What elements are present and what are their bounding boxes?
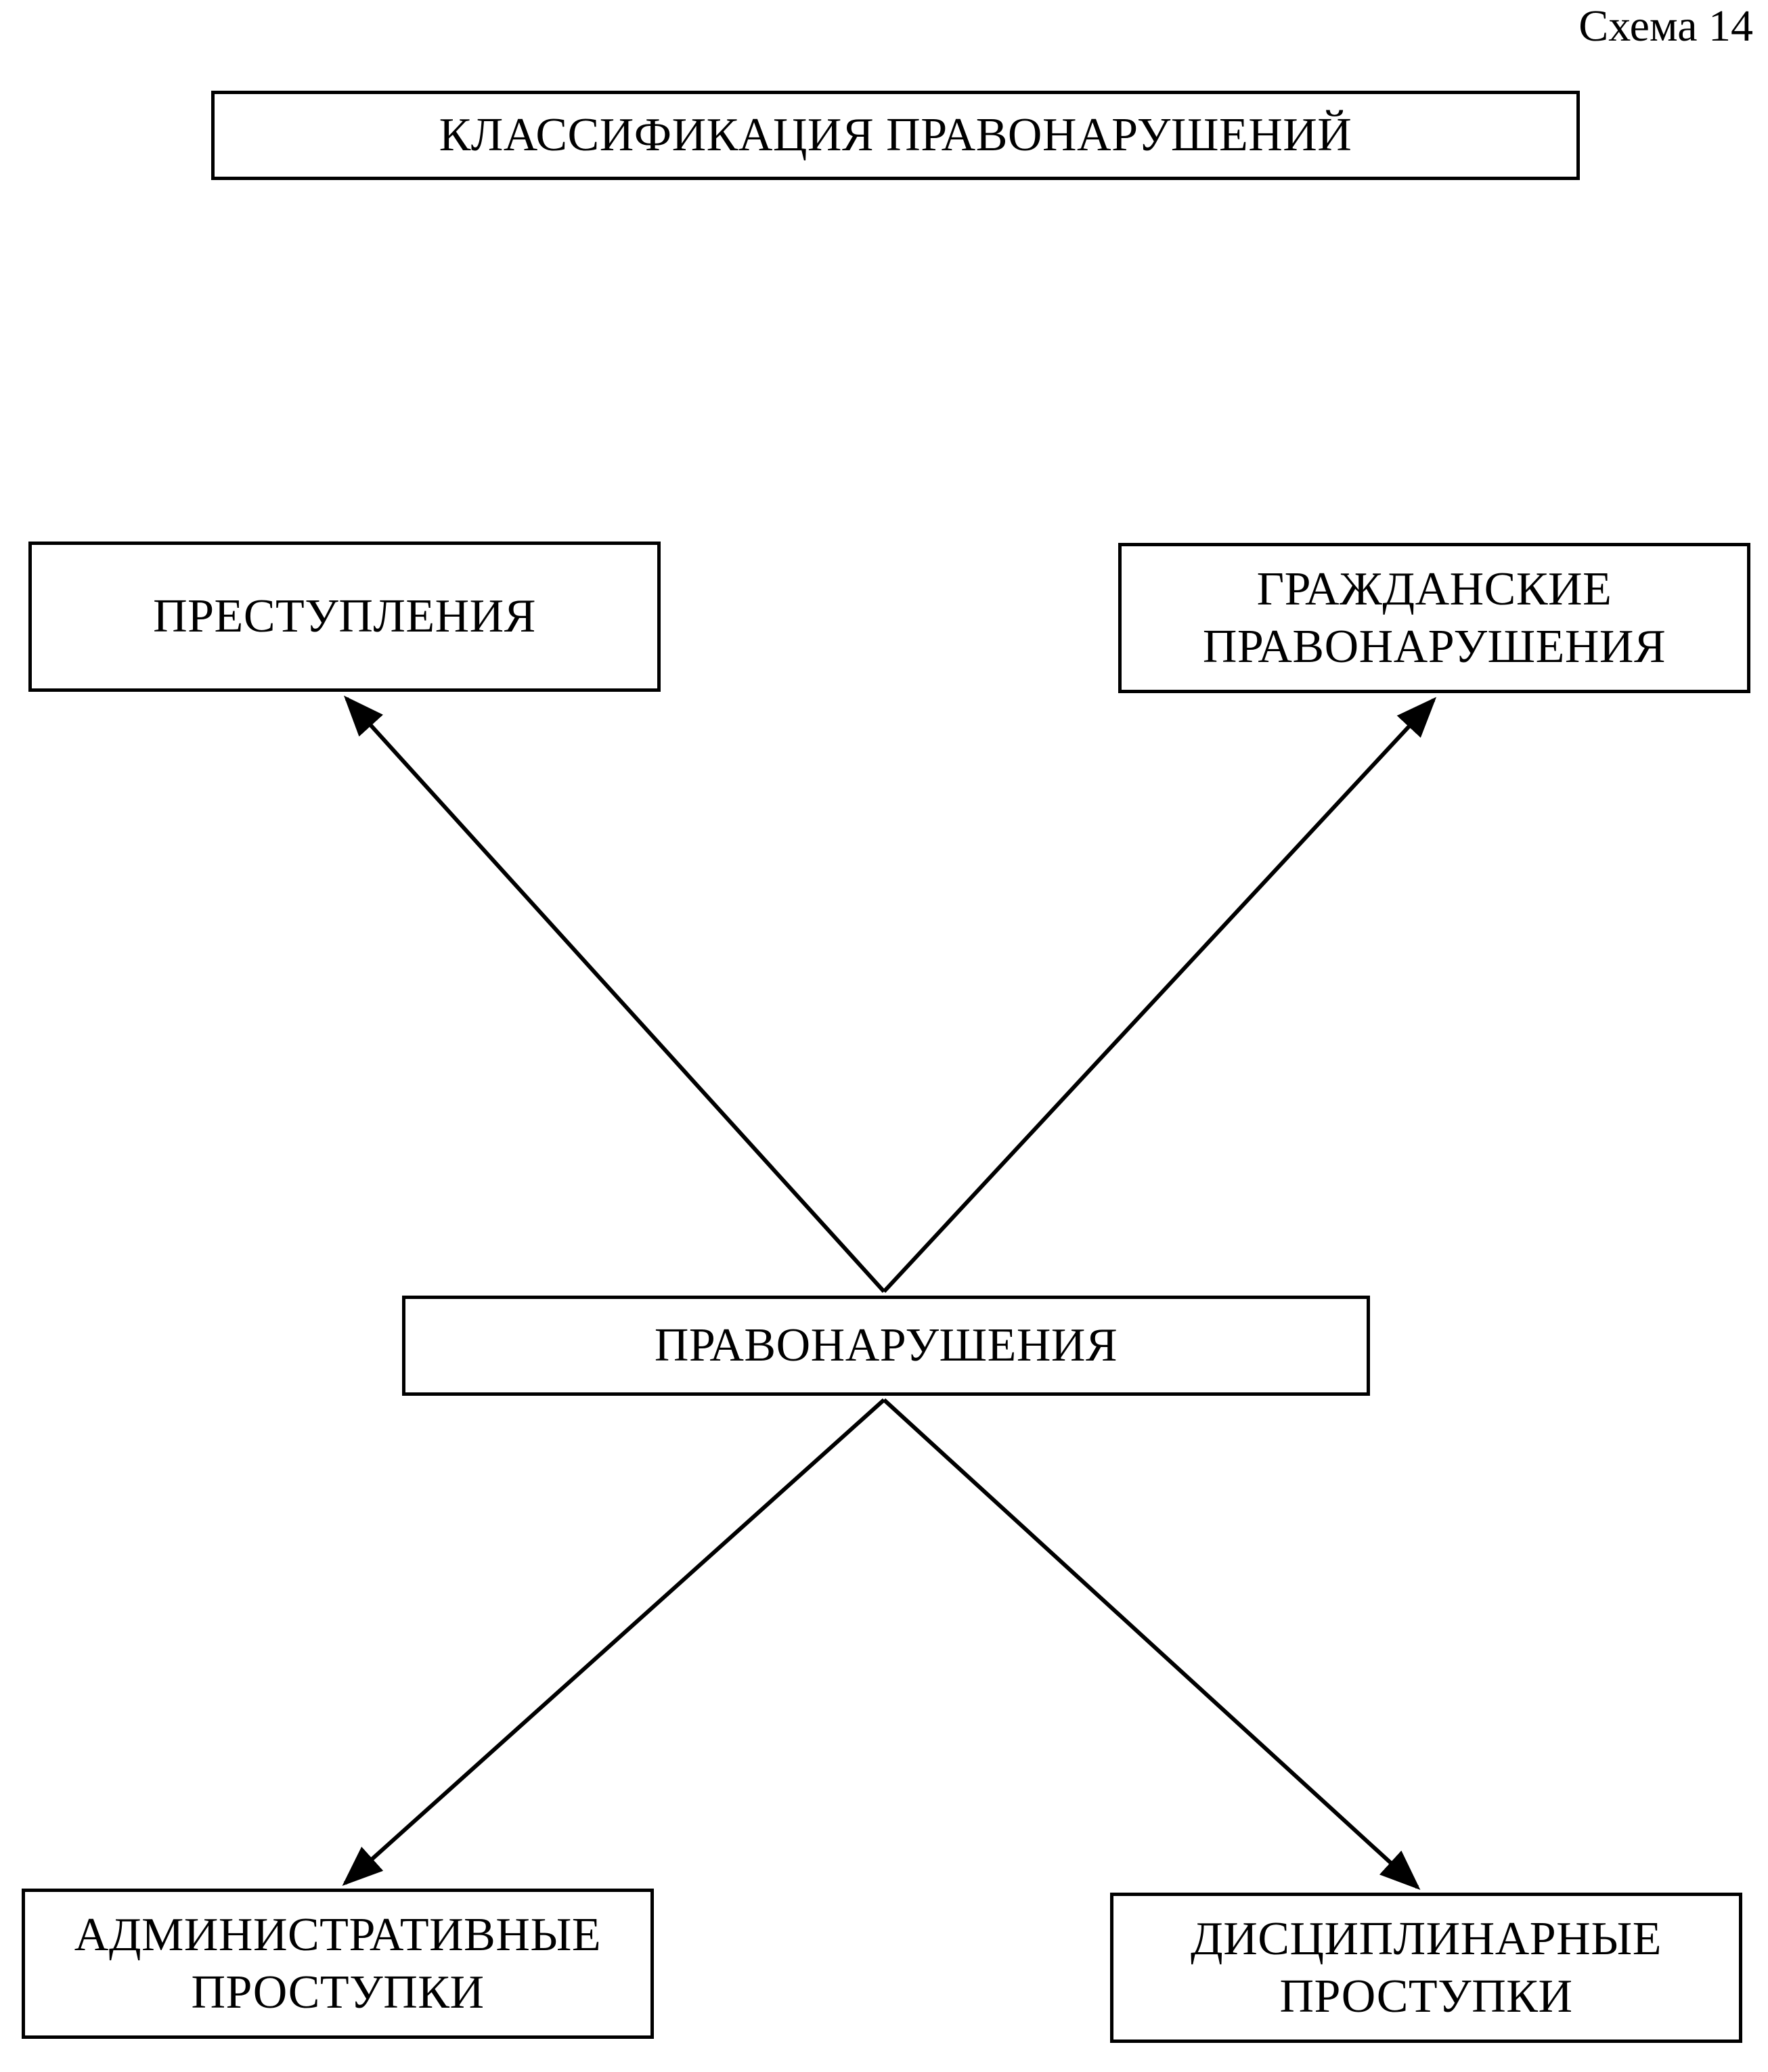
category-box-crimes: ПРЕСТУПЛЕНИЯ (28, 542, 661, 692)
category-label-line: ПРЕСТУПЛЕНИЯ (153, 590, 536, 643)
diagram-title: КЛАССИФИКАЦИЯ ПРАВОНАРУШЕНИЙ (211, 91, 1580, 180)
category-label-line: ГРАЖДАНСКИЕ (1256, 563, 1612, 615)
arrow-to-civil (882, 697, 1437, 1294)
arrow-to-disciplinary (882, 1398, 1421, 1891)
central-box-offenses: ПРАВОНАРУШЕНИЯ (402, 1296, 1370, 1396)
central-label: ПРАВОНАРУШЕНИЯ (654, 1319, 1118, 1372)
diagram-title-text: КЛАССИФИКАЦИЯ ПРАВОНАРУШЕНИЙ (439, 109, 1352, 162)
category-label-line: ПРОСТУПКИ (191, 1966, 485, 2019)
category-box-disciplinary-misconduct: ДИСЦИПЛИНАРНЫЕ ПРОСТУПКИ (1110, 1893, 1742, 2043)
scheme-number: Схема 14 (1578, 1, 1753, 51)
category-label-line: ДИСЦИПЛИНАРНЫЕ (1190, 1912, 1662, 1965)
category-box-civil-offenses: ГРАЖДАНСКИЕ ПРАВОНАРУШЕНИЯ (1118, 543, 1750, 693)
arrow-to-admin (342, 1398, 886, 1887)
category-label-line: ПРОСТУПКИ (1279, 1970, 1573, 2023)
category-label-line: ПРАВОНАРУШЕНИЯ (1202, 621, 1666, 673)
arrow-to-crimes (343, 695, 886, 1294)
category-box-administrative-misconduct: АДМИНИСТРАТИВНЫЕ ПРОСТУПКИ (22, 1889, 654, 2039)
category-label-line: АДМИНИСТРАТИВНЫЕ (74, 1908, 602, 1961)
